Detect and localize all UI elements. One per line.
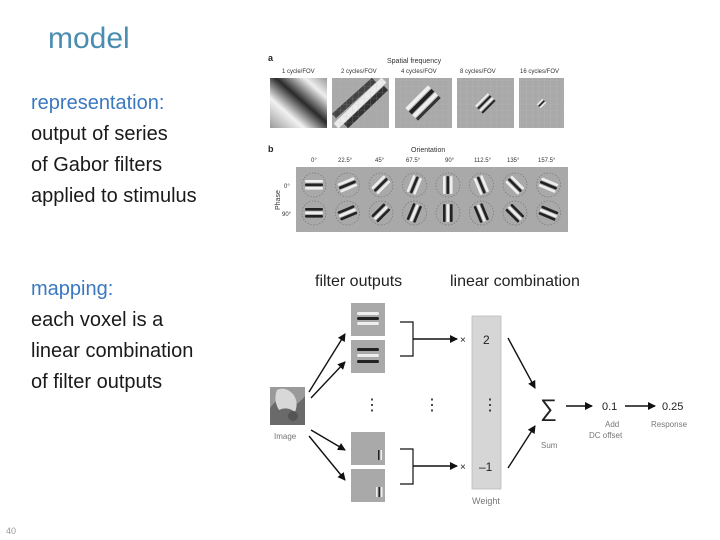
mapping-line-2: linear combination: [31, 340, 194, 362]
gabor-patch: [368, 172, 394, 198]
gabor-patch: [402, 200, 427, 226]
panel-b-letter: b: [268, 144, 274, 154]
representation-line-3: applied to stimulus: [31, 185, 197, 207]
gabor-patch: [301, 200, 327, 226]
gabor-patch: [536, 172, 561, 198]
gabor-patch: [335, 172, 360, 198]
mapping-line-1: each voxel is a: [31, 309, 164, 331]
orientation-label-7: 135°: [507, 158, 520, 164]
gabor-patch: [536, 200, 561, 226]
filter-tile-4: [351, 469, 385, 502]
image-to-filter-arrows: [308, 333, 346, 481]
gabor-patch: [335, 200, 360, 226]
orientation-label-1: 0°: [311, 158, 317, 164]
linear-combination-label: linear combination: [450, 273, 580, 290]
filter-outputs-label: filter outputs: [315, 273, 403, 290]
slide-title: model: [48, 22, 130, 55]
weight-column: [471, 315, 502, 490]
phase-title: Phase: [275, 190, 282, 210]
sum-icon: ∑: [540, 395, 557, 422]
gabor-patch: [469, 200, 494, 226]
stimulus-image: [270, 387, 305, 425]
orientation-label-8: 157.5°: [538, 158, 556, 164]
weight-value-1: 2: [483, 333, 490, 347]
gabor-patch: [402, 172, 427, 198]
panel-a-letter: a: [268, 53, 274, 63]
sum-label: Sum: [541, 441, 558, 450]
sf-label-2: 2 cycles/FOV: [341, 69, 377, 75]
filter-to-weight-arrows: [400, 321, 458, 485]
dc-label-line-2: DC offset: [589, 431, 623, 440]
filter-tile-2: [351, 340, 385, 373]
sf-label-3: 4 cycles/FOV: [401, 69, 437, 75]
gabor-filter-bank-figure: a Spatial frequency 1 cycle/FOV 2 cycles…: [268, 53, 568, 232]
filter-ellipsis: ⋮: [364, 397, 380, 414]
slide-number: 40: [6, 526, 17, 536]
orientation-labels: 0° 22.5° 45° 67.5° 90° 112.5° 135° 157.5…: [311, 158, 556, 164]
sf-label-1: 1 cycle/FOV: [282, 69, 315, 75]
gabor-patch: [368, 200, 394, 226]
orientation-label-6: 112.5°: [474, 158, 492, 164]
panel-b-title: Orientation: [411, 147, 445, 154]
spatial-frequency-labels: 1 cycle/FOV 2 cycles/FOV 4 cycles/FOV 8 …: [282, 69, 559, 75]
orientation-label-5: 90°: [445, 158, 455, 164]
orientation-label-3: 45°: [375, 158, 385, 164]
gabor-patch: [301, 172, 327, 198]
gabor-patch: [502, 200, 528, 226]
times-symbol-2: ×: [460, 462, 466, 473]
weight-label: Weight: [472, 496, 500, 506]
gabor-patch: [435, 172, 461, 198]
mapping-line-3: of filter outputs: [31, 371, 163, 393]
dc-label-line-1: Add: [605, 420, 619, 429]
orientation-label-2: 22.5°: [338, 158, 353, 164]
times-symbol-1: ×: [460, 335, 466, 346]
gabor-cells: [301, 172, 561, 226]
phase-label-0: 0°: [284, 184, 290, 190]
filter-tile-3: [351, 432, 385, 465]
sf-tile-4: [457, 78, 514, 128]
weight-to-sum-arrows: [507, 337, 536, 469]
orientation-label-4: 67.5°: [406, 158, 421, 164]
sf-tile-5: [519, 78, 564, 128]
panel-a-title: Spatial frequency: [387, 58, 442, 65]
representation-bullet: representation: output of series of Gabo…: [31, 88, 197, 212]
gabor-patch: [469, 172, 494, 198]
gabor-orientation-grid: [296, 167, 568, 232]
representation-line-1: output of series: [31, 123, 168, 145]
response-label: Response: [651, 420, 688, 429]
sf-label-5: 16 cycles/FOV: [520, 69, 559, 75]
sf-label-4: 8 cycles/FOV: [460, 69, 496, 75]
mapping-heading: mapping:: [31, 278, 114, 300]
response-value: 0.25: [662, 401, 683, 413]
representation-heading: representation:: [31, 92, 165, 114]
weight-value-2: –1: [479, 460, 493, 474]
encoding-model-diagram: Image ⋮ ⋮ × 2 ⋮ ×: [270, 303, 688, 506]
image-label: Image: [274, 432, 297, 441]
gabor-patch: [435, 200, 461, 226]
dc-value: 0.1: [602, 401, 617, 413]
sf-tile-1: [270, 78, 327, 128]
bracket-ellipsis: ⋮: [424, 397, 440, 414]
representation-line-2: of Gabor filters: [31, 154, 163, 176]
weight-ellipsis: ⋮: [482, 397, 498, 414]
phase-label-90: 90°: [282, 212, 292, 218]
sf-tile-2: [331, 77, 389, 129]
sf-tile-3: [395, 78, 452, 128]
mapping-bullet: mapping: each voxel is a linear combinat…: [31, 274, 193, 398]
filter-tile-1: [351, 303, 385, 336]
